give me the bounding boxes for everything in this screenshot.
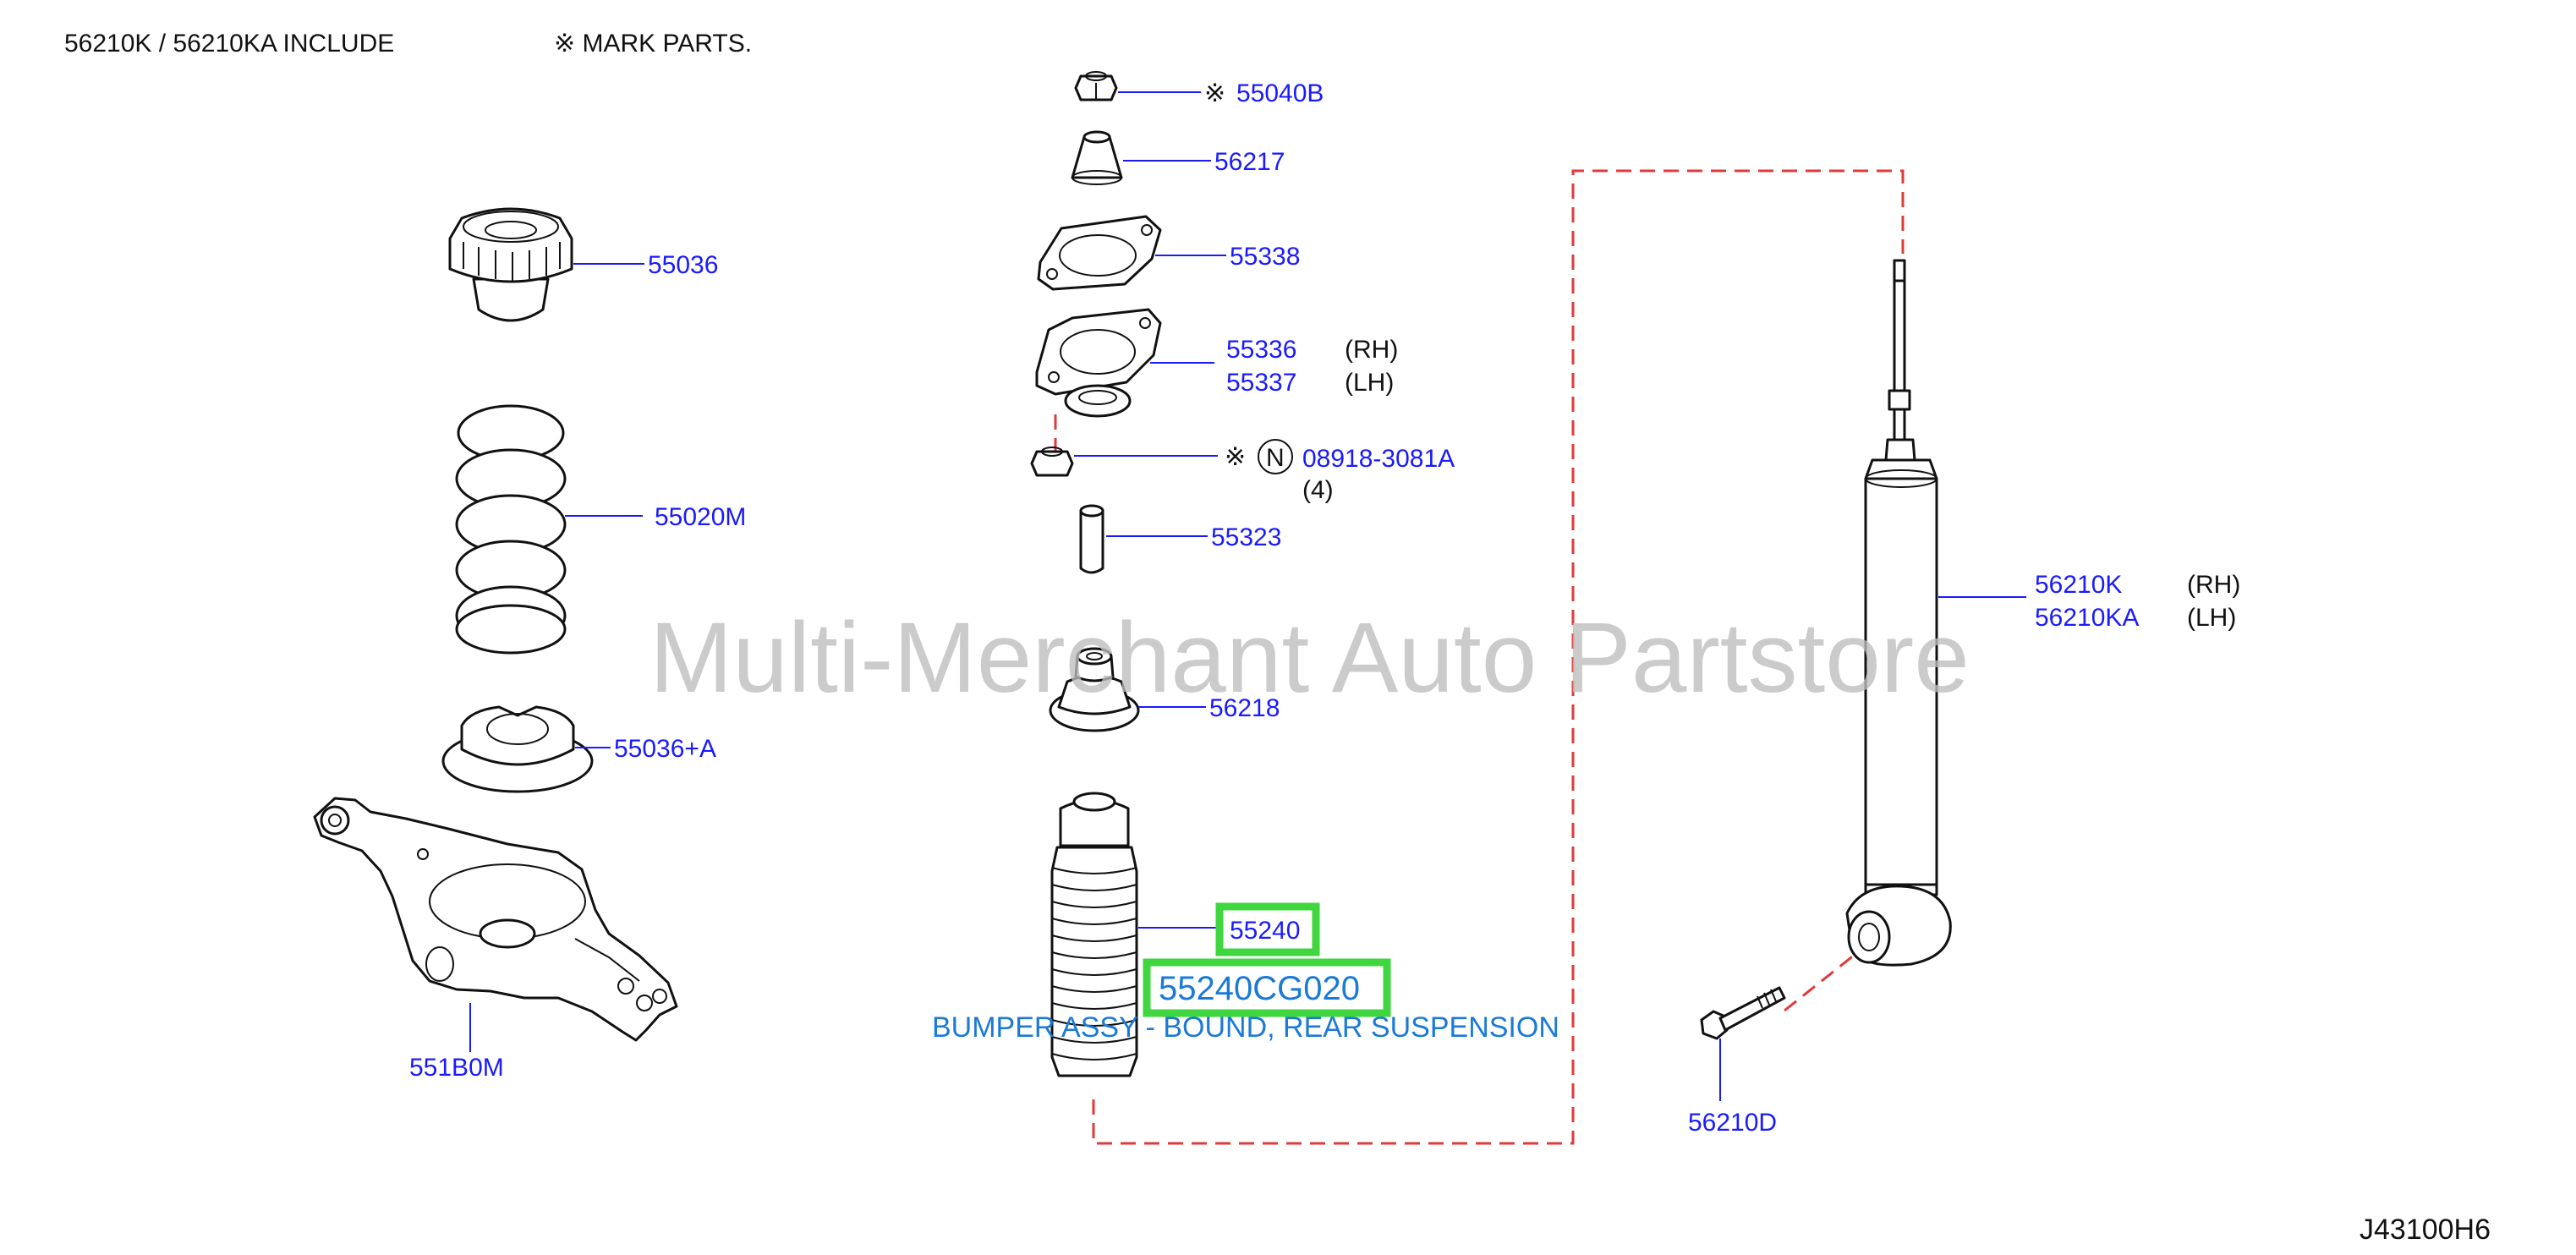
part-number-55036[interactable]: 55036 xyxy=(648,251,718,279)
nut-08918-part[interactable] xyxy=(1030,447,1074,477)
part-number-56218[interactable]: 56218 xyxy=(1209,694,1280,722)
part-number-55323[interactable]: 55323 xyxy=(1211,523,1281,551)
highlighted-part-number[interactable]: 55240CG020 xyxy=(1159,970,1360,1007)
bumper-55240-part[interactable] xyxy=(1050,792,1138,1077)
diagram-code: J43100H6 xyxy=(2360,1214,2491,1246)
part-number-55036a[interactable]: 55036+A xyxy=(614,735,716,763)
part-number-55336: 55336 xyxy=(1226,336,1296,364)
part-number-55338[interactable]: 55338 xyxy=(1230,243,1300,271)
label-55040b[interactable]: ※ 55040B xyxy=(1204,79,1324,107)
coil-spring-55020m-part[interactable] xyxy=(455,404,567,655)
mount-55336-part[interactable] xyxy=(1035,308,1162,418)
side-55337: (LH) xyxy=(1345,369,1394,397)
gasket-55338-part[interactable] xyxy=(1037,215,1162,291)
shock-absorber-56210k-part[interactable] xyxy=(1845,259,1952,967)
label-56210k[interactable]: 56210K (RH) xyxy=(2035,571,2240,599)
label-56210ka[interactable]: 56210KA (LH) xyxy=(2035,604,2236,632)
part-number-56210d[interactable]: 56210D xyxy=(1688,1109,1777,1137)
highlighted-part-description: BUMPER ASSY - BOUND, REAR SUSPENSION xyxy=(932,1011,1559,1044)
part-number-56210ka: 56210KA xyxy=(2035,604,2139,632)
spacer-55323-part[interactable] xyxy=(1079,504,1104,574)
watermark-text: Multi-Merchant Auto Partstore xyxy=(649,602,1970,714)
part-number-55040b: 55040B xyxy=(1236,79,1324,107)
nut-55040b-part[interactable] xyxy=(1074,71,1118,101)
assembly-guide-lines xyxy=(1054,169,1905,1145)
n-badge-icon xyxy=(1258,439,1293,474)
part-number-55337: 55337 xyxy=(1226,369,1296,397)
bolt-56210d-part[interactable] xyxy=(1700,986,1786,1040)
mark-08918: ※ xyxy=(1225,443,1246,471)
part-number-55240[interactable]: 55240 xyxy=(1230,917,1300,945)
highlight-box-part-number xyxy=(1143,958,1391,1017)
label-08918-3081a[interactable]: ※ N 08918-3081A (4) xyxy=(1225,439,1455,504)
part-number-551b0m[interactable]: 551B0M xyxy=(409,1054,504,1082)
side-56210ka: (LH) xyxy=(2187,604,2236,632)
cap-56217-part[interactable] xyxy=(1071,130,1123,185)
upper-seat-55036-part[interactable] xyxy=(448,207,573,322)
side-55336: (RH) xyxy=(1345,336,1398,364)
qty-08918: (4) xyxy=(1302,476,1334,504)
highlight-box-55240 xyxy=(1215,902,1320,956)
label-55336[interactable]: 55336 (RH) xyxy=(1226,336,1398,364)
header-mark-note: ※ MARK PARTS. xyxy=(554,30,752,58)
part-number-55020m[interactable]: 55020M xyxy=(655,503,746,531)
header-include-note: 56210K / 56210KA INCLUDE xyxy=(64,30,394,58)
label-55337[interactable]: 55337 (LH) xyxy=(1226,369,1394,397)
part-number-56210k: 56210K xyxy=(2035,571,2122,599)
mark-55040b: ※ xyxy=(1204,79,1225,107)
lower-arm-551b0m-part[interactable] xyxy=(313,797,678,1042)
lower-seat-55036a-part[interactable] xyxy=(441,705,594,793)
part-number-56217[interactable]: 56217 xyxy=(1214,148,1285,176)
badge-08918: N xyxy=(1266,444,1285,472)
side-56210k: (RH) xyxy=(2187,571,2240,599)
part-number-08918: 08918-3081A xyxy=(1302,445,1455,473)
seat-56218-part[interactable] xyxy=(1049,647,1140,732)
